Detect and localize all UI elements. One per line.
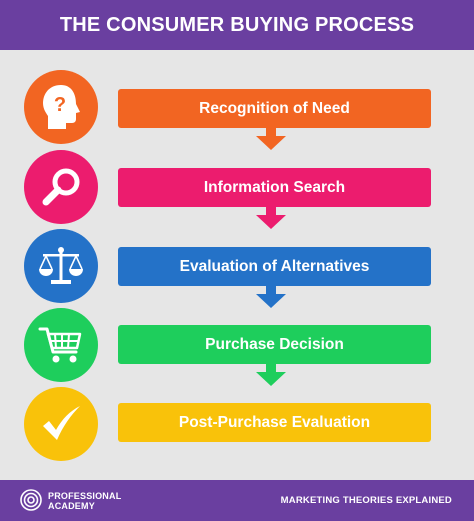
magnifier-icon: [42, 168, 80, 206]
footer-tagline: MARKETING THEORIES EXPLAINED: [280, 495, 452, 506]
footer-banner: PROFESSIONAL ACADEMY MARKETING THEORIES …: [0, 480, 474, 521]
question-head-icon: ?: [43, 85, 80, 129]
step-4-circle: [24, 308, 98, 382]
step-4-label: Purchase Decision: [205, 335, 344, 353]
step-1-bar: Recognition of Need: [118, 89, 431, 128]
page-title: THE CONSUMER BUYING PROCESS: [59, 13, 415, 36]
footer-brand-line1: PROFESSIONAL: [48, 491, 122, 501]
step-5-label: Post-Purchase Evaluation: [178, 413, 371, 431]
svg-text:?: ?: [54, 94, 66, 116]
footer-brand: PROFESSIONAL ACADEMY: [48, 491, 121, 511]
checkmark-icon: [43, 406, 80, 440]
shopping-cart-icon: [38, 327, 82, 363]
scales-icon: [39, 247, 83, 284]
professional-academy-logo-icon: [20, 489, 42, 511]
step-4-bar: Purchase Decision: [118, 325, 431, 364]
step-5-circle: [24, 387, 98, 461]
step-5-bar: Post-Purchase Evaluation: [118, 403, 431, 442]
step-2-label: Information Search: [203, 178, 346, 196]
step-3-label: Evaluation of Alternatives: [179, 257, 370, 275]
step-3-circle: [24, 229, 98, 303]
step-1-circle: ?: [24, 70, 98, 144]
step-2-circle: [24, 150, 98, 224]
step-2-bar: Information Search: [118, 168, 431, 207]
step-3-bar: Evaluation of Alternatives: [118, 247, 431, 286]
footer-brand-line2: ACADEMY: [48, 501, 95, 511]
header-banner: THE CONSUMER BUYING PROCESS: [0, 0, 474, 50]
step-1-label: Recognition of Need: [199, 99, 350, 117]
